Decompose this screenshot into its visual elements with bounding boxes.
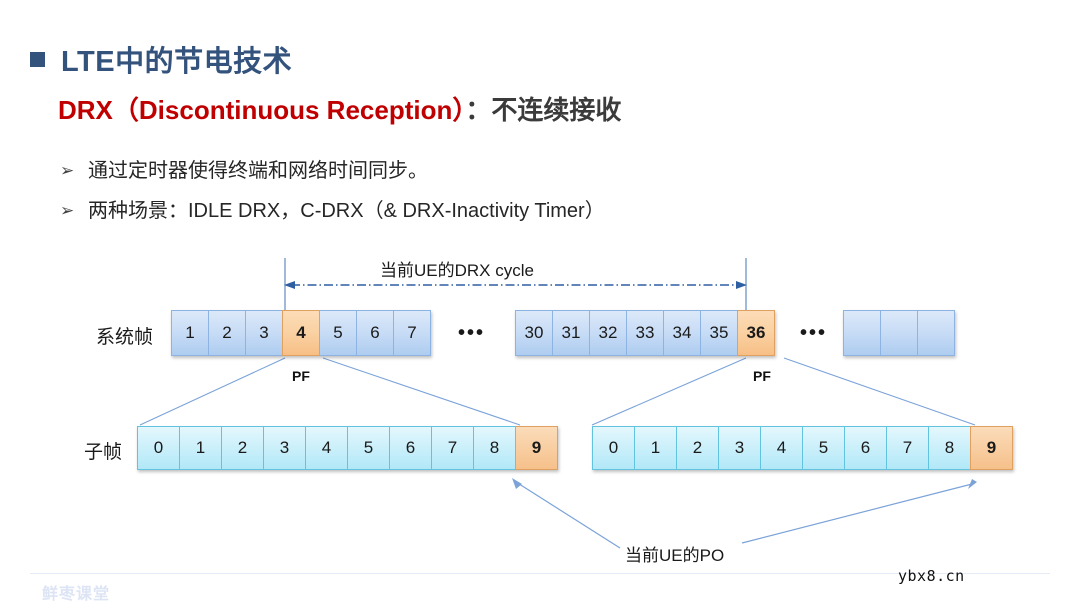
watermark: ybx8.cn xyxy=(898,567,965,585)
subframe-cell[interactable]: 2 xyxy=(676,426,719,470)
square-bullet-icon xyxy=(30,51,45,67)
subframe-cell[interactable]: 6 xyxy=(844,426,887,470)
arrow-bullet-icon: ➢ xyxy=(60,201,75,220)
page-title: LTE中的节电技术 xyxy=(30,38,292,80)
drx-cycle-label: 当前UE的DRX cycle xyxy=(380,261,534,280)
list-item: ➢ 两种场景：IDLE DRX，C-DRX（& DRX-Inactivity T… xyxy=(60,198,605,224)
subframe-cell[interactable]: 3 xyxy=(718,426,761,470)
subtitle-en-text: DRX（Discontinuous Reception） xyxy=(58,95,466,125)
subframe-cell[interactable]: 7 xyxy=(886,426,929,470)
system-frame-group-2: 30 31 32 33 34 35 36 xyxy=(515,310,775,356)
pf-label-left: PF xyxy=(292,368,310,384)
subframe-cell[interactable]: 8 xyxy=(473,426,516,470)
subframe-cell[interactable]: 0 xyxy=(592,426,635,470)
subframe-cell[interactable]: 7 xyxy=(431,426,474,470)
list-item-label: 两种场景：IDLE DRX，C-DRX（& DRX-Inactivity Tim… xyxy=(88,200,605,222)
frame-cell[interactable]: 35 xyxy=(700,310,738,356)
frame-cell[interactable]: 6 xyxy=(356,310,394,356)
subframe-cell[interactable]: 6 xyxy=(389,426,432,470)
subframe-group-right: 0 1 2 3 4 5 6 7 8 9 xyxy=(592,426,1013,470)
frame-cell[interactable]: 3 xyxy=(245,310,283,356)
frame-cell[interactable]: 30 xyxy=(515,310,553,356)
footer-divider xyxy=(30,573,1050,574)
list-item-label: 通过定时器使得终端和网络时间同步。 xyxy=(88,160,428,182)
frame-cell[interactable]: 5 xyxy=(319,310,357,356)
arrow-bullet-icon: ➢ xyxy=(60,161,75,180)
subframe-cell[interactable]: 1 xyxy=(634,426,677,470)
frame-cell[interactable]: 32 xyxy=(589,310,627,356)
frame-cell-empty[interactable] xyxy=(843,310,881,356)
row-label-system-frames: 系统帧 xyxy=(96,327,154,348)
frame-cell[interactable]: 34 xyxy=(663,310,701,356)
frame-cell[interactable]: 31 xyxy=(552,310,590,356)
subframe-cell[interactable]: 4 xyxy=(305,426,348,470)
subframe-cell[interactable]: 1 xyxy=(179,426,222,470)
subframe-cell[interactable]: 4 xyxy=(760,426,803,470)
frame-cell-highlighted[interactable]: 4 xyxy=(282,310,320,356)
pf-label-right: PF xyxy=(753,368,771,384)
list-item: ➢ 通过定时器使得终端和网络时间同步。 xyxy=(60,158,605,184)
subframe-group-left: 0 1 2 3 4 5 6 7 8 9 xyxy=(137,426,558,470)
subframe-cell-highlighted[interactable]: 9 xyxy=(515,426,558,470)
frame-cell[interactable]: 1 xyxy=(171,310,209,356)
subframe-cell[interactable]: 8 xyxy=(928,426,971,470)
footer-brand: 鲜枣课堂 xyxy=(42,586,111,603)
page-title-text: LTE中的节电技术 xyxy=(61,46,293,78)
frame-cell-empty[interactable] xyxy=(917,310,955,356)
subtitle-cjk-text: ：不连续接收 xyxy=(465,95,622,125)
row-label-subframes: 子帧 xyxy=(84,442,123,463)
subframe-cell-highlighted[interactable]: 9 xyxy=(970,426,1013,470)
bullet-list: ➢ 通过定时器使得终端和网络时间同步。 ➢ 两种场景：IDLE DRX，C-DR… xyxy=(60,158,605,238)
frame-cell-highlighted[interactable]: 36 xyxy=(737,310,775,356)
subframe-cell[interactable]: 5 xyxy=(802,426,845,470)
subframe-cell[interactable]: 2 xyxy=(221,426,264,470)
subframe-cell[interactable]: 3 xyxy=(263,426,306,470)
po-callout-label: 当前UE的PO xyxy=(625,546,725,565)
subframe-cell[interactable]: 5 xyxy=(347,426,390,470)
frame-cell-empty[interactable] xyxy=(880,310,918,356)
frame-cell[interactable]: 2 xyxy=(208,310,246,356)
frames-ellipsis-1: ••• xyxy=(458,322,486,344)
subframe-cell[interactable]: 0 xyxy=(137,426,180,470)
frame-cell[interactable]: 33 xyxy=(626,310,664,356)
frames-ellipsis-2: ••• xyxy=(800,322,828,344)
page-subtitle: DRX（Discontinuous Reception）：不连续接收 xyxy=(58,90,621,127)
system-frame-group-1: 1 2 3 4 5 6 7 xyxy=(171,310,431,356)
frame-cell[interactable]: 7 xyxy=(393,310,431,356)
system-frame-group-3 xyxy=(843,310,955,356)
